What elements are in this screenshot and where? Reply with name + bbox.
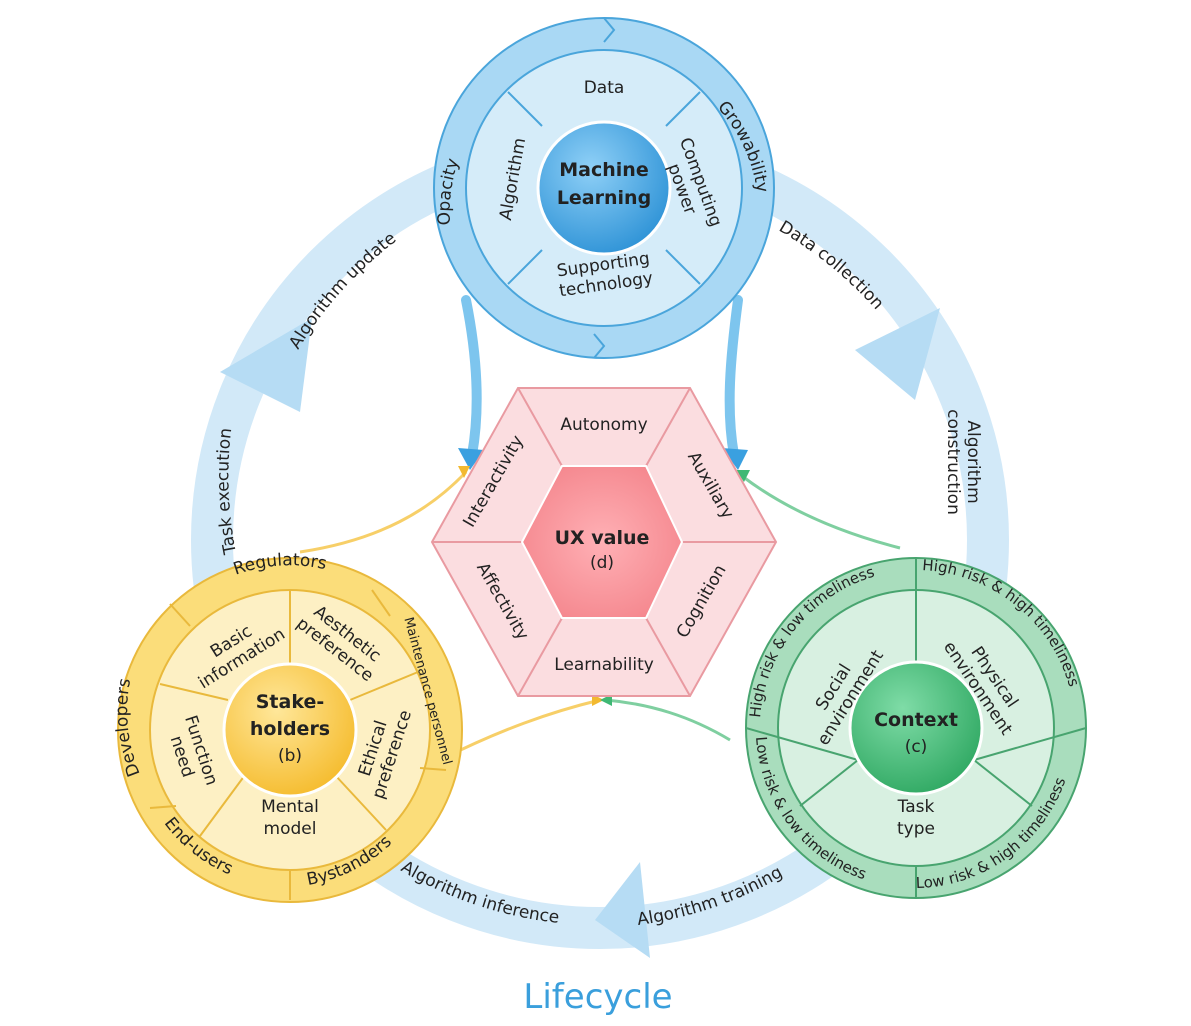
ml-ring-chevron [603, 17, 616, 43]
sh-to-ux-arrow-bottom [439, 698, 601, 762]
ux-tag: (d) [590, 553, 614, 573]
sh-mental-model-label: Mental model [261, 797, 319, 839]
ux-value-node: UX value (d) Autonomy Auxiliary Cognitio… [430, 387, 778, 697]
ux-divider [517, 617, 563, 697]
svg-text:model: model [264, 819, 317, 839]
sh-divider [199, 774, 246, 837]
lifecycle-arrow-right [855, 308, 940, 400]
sh-divider [159, 683, 229, 701]
machine-learning-node: Machine Learning Data Computing power Su… [433, 17, 775, 359]
sh-to-ux-arrow-top [299, 470, 468, 554]
ml-core [536, 120, 672, 256]
svg-text:Task: Task [897, 797, 935, 817]
ux-autonomy-label: Autonomy [560, 415, 647, 435]
sh-title: holders [250, 718, 330, 740]
ctx-task-type-label: Task type [897, 797, 935, 839]
sh-to-ux-arrowhead-top [458, 466, 470, 478]
ctx-divider [799, 759, 859, 807]
sh-divider [149, 805, 177, 809]
ml-to-ux-arrowhead-left [458, 448, 484, 470]
lifecycle-title: Lifecycle [523, 977, 672, 1017]
context-node: Context (c) Social environment Physical … [745, 556, 1087, 899]
ctx-to-ux-arrowhead-top [736, 470, 750, 482]
ctx-divider [745, 727, 859, 761]
sh-divider [371, 589, 391, 617]
sh-title: Stake- [256, 691, 325, 713]
ux-title: UX value [555, 527, 650, 549]
ml-to-ux-arrow-right [724, 295, 743, 460]
ctx-tag: (c) [905, 737, 928, 757]
ml-data-label: Data [584, 78, 625, 98]
ctx-core [848, 660, 984, 796]
svg-text:type: type [897, 819, 935, 839]
ctx-to-ux-arrow-bottom [605, 698, 731, 742]
sh-divider [334, 774, 387, 831]
connector-arrows [299, 295, 901, 762]
sh-divider [419, 767, 447, 771]
ux-core-hexagon [520, 465, 684, 619]
lifecycle-algorithm-construction-label: Algorithm construction [943, 409, 983, 515]
ux-divider [645, 617, 691, 697]
stakeholders-node: Stake- holders (b) Basic information Aes… [112, 550, 463, 903]
lifecycle-arrow-left [220, 318, 312, 412]
ml-divider [507, 249, 543, 285]
ml-ring-chevron [593, 333, 606, 359]
ux-divider [645, 387, 691, 467]
ctx-divider [973, 727, 1087, 761]
ctx-title: Context [874, 709, 958, 731]
ml-to-ux-arrowhead-right [722, 448, 748, 470]
svg-text:Algorithm: Algorithm [963, 420, 983, 503]
sh-divider [349, 671, 419, 701]
ml-to-ux-arrow-left [461, 295, 482, 460]
ml-title: Learning [557, 187, 651, 209]
svg-text:Mental: Mental [261, 797, 319, 817]
sh-divider [169, 603, 191, 627]
ml-supporting-technology-label: Supporting technology [556, 249, 655, 302]
lifecycle-arrow-bottom [595, 862, 650, 958]
ml-divider [665, 249, 701, 285]
ml-title: Machine [559, 159, 648, 181]
ml-divider [507, 91, 543, 127]
ml-divider [665, 91, 701, 127]
svg-text:construction: construction [943, 409, 963, 515]
ux-divider [517, 387, 563, 467]
ctx-to-ux-arrow-top [741, 474, 901, 550]
ux-learnability-label: Learnability [554, 655, 654, 675]
sh-tag: (b) [278, 746, 302, 766]
sh-core [222, 662, 358, 798]
ctx-divider [973, 759, 1033, 807]
